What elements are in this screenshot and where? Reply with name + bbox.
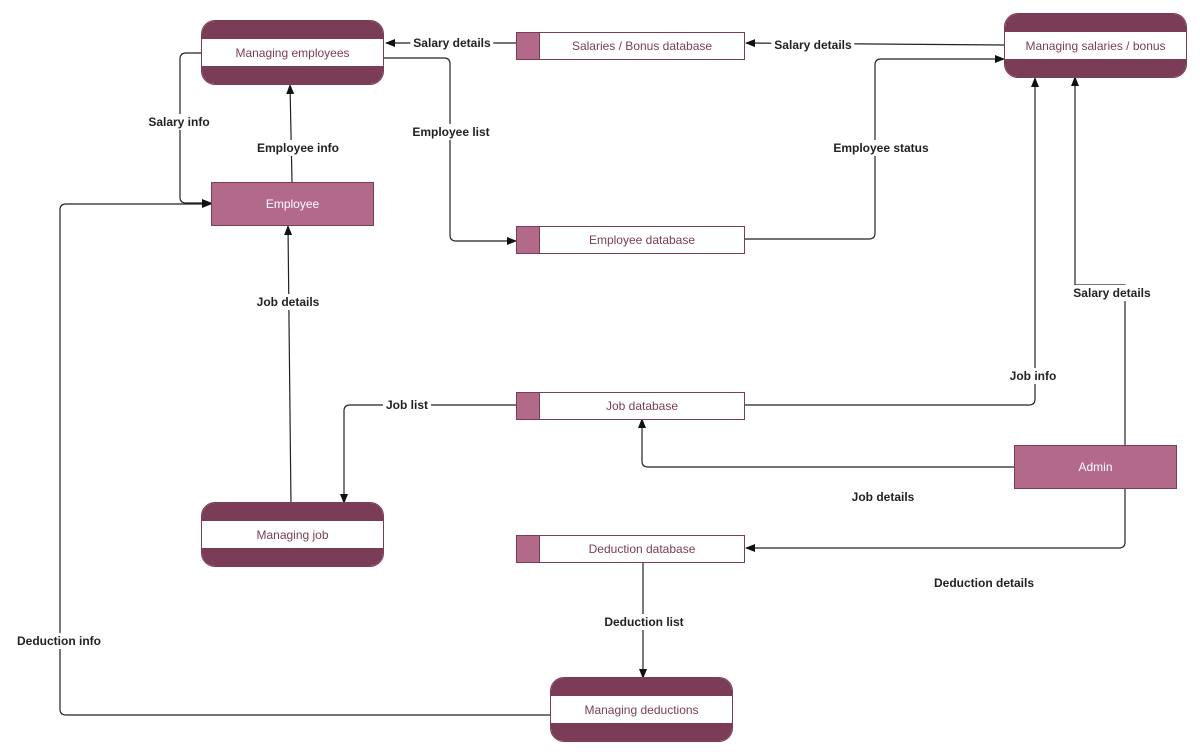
flow-label-employee-list: Employee list <box>409 124 493 140</box>
store-deduction-database[interactable]: Deduction database <box>516 535 745 563</box>
flow-label-job-details-admin: Job details <box>848 489 918 505</box>
flow-label-job-list: Job list <box>382 397 432 413</box>
store-label: Job database <box>605 399 679 413</box>
flow-line-employee-info <box>286 84 295 183</box>
process-managing-deductions[interactable]: Managing deductions <box>550 677 733 742</box>
process-managing-job[interactable]: Managing job <box>201 502 384 567</box>
entity-employee[interactable]: Employee <box>211 182 374 226</box>
flow-label-deduction-list: Deduction list <box>601 614 687 630</box>
process-header-band <box>202 503 383 521</box>
store-id-cell <box>517 393 540 419</box>
flow-label-deduction-info: Deduction info <box>14 633 104 649</box>
process-label: Managing salaries / bonus <box>1025 38 1166 53</box>
process-managing-employees[interactable]: Managing employees <box>201 20 384 85</box>
process-footer-band <box>1005 59 1186 77</box>
flow-label-employee-info: Employee info <box>253 140 343 156</box>
process-managing-salaries[interactable]: Managing salaries / bonus <box>1004 13 1187 78</box>
store-job-database[interactable]: Job database <box>516 392 745 420</box>
store-id-cell <box>517 536 540 562</box>
store-salaries-bonus-database[interactable]: Salaries / Bonus database <box>516 32 745 60</box>
flow-label-salary-details-admin: Salary details <box>1070 285 1154 301</box>
process-header-band <box>551 678 732 696</box>
flow-label-deduction-details: Deduction details <box>930 575 1038 591</box>
store-employee-database[interactable]: Employee database <box>516 226 745 254</box>
process-label: Managing deductions <box>584 702 699 717</box>
flow-line-employee-list <box>384 57 517 245</box>
flow-line-salary-details-admin <box>1071 76 1126 446</box>
flow-label-salary-details-from-salaries: Salary details <box>771 37 855 53</box>
flow-line-job-info <box>745 77 1039 406</box>
store-label: Employee database <box>588 233 696 247</box>
entity-admin[interactable]: Admin <box>1014 445 1177 489</box>
process-footer-band <box>202 66 383 84</box>
flow-line-job-details-admin <box>638 418 1015 468</box>
store-id-cell <box>517 227 540 253</box>
process-footer-band <box>551 723 732 741</box>
flow-label-job-info: Job info <box>1006 368 1060 384</box>
store-label: Salaries / Bonus database <box>571 39 713 53</box>
process-footer-band <box>202 548 383 566</box>
flow-line-job-details-to-employee <box>284 225 293 507</box>
flow-line-deduction-details <box>745 489 1126 552</box>
flow-line-deduction-info <box>59 200 551 716</box>
store-id-cell <box>517 33 540 59</box>
process-header-band <box>1005 14 1186 32</box>
process-label: Managing employees <box>235 45 350 60</box>
process-header-band <box>202 21 383 39</box>
process-label: Managing job <box>256 527 329 542</box>
store-label: Deduction database <box>588 542 696 556</box>
flow-label-employee-status: Employee status <box>830 140 932 156</box>
flow-line-job-list <box>340 404 516 504</box>
flow-label-salary-details-to-employees: Salary details <box>410 35 494 51</box>
flow-label-salary-info: Salary info <box>145 114 213 130</box>
flow-label-job-details-to-employee: Job details <box>253 294 323 310</box>
